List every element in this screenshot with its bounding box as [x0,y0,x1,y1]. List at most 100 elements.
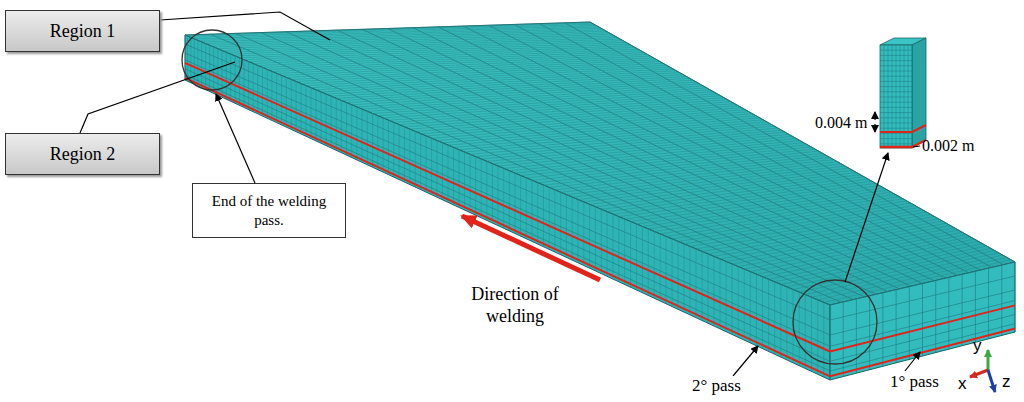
mesh-line [459,124,771,150]
mesh-line [543,185,544,247]
leader-arrow [216,94,255,183]
mesh-line [454,122,767,147]
mesh-line [410,106,738,129]
mesh-line [503,168,504,228]
mesh-line [642,227,643,293]
mesh-line [388,120,389,174]
mesh-line [257,66,258,114]
mesh-line [625,186,880,220]
mesh-line [882,293,883,367]
mesh-line [830,324,1015,371]
box-text: Region 1 [50,21,116,42]
mesh-line [296,82,297,132]
mesh-line [442,143,443,200]
mesh-line [217,49,218,96]
mesh-line [595,207,596,271]
mesh-line [409,129,410,185]
mesh-line [537,183,538,244]
mesh-line [378,94,717,116]
mesh-line [975,271,976,342]
mesh-line [607,212,608,277]
mesh-line [654,197,899,232]
mesh-line [830,305,831,380]
mesh-line [843,302,844,377]
mesh-line [271,71,272,120]
mesh-line [487,134,789,161]
mesh-line [475,157,476,216]
mesh-line [648,194,895,229]
mesh-line [880,97,912,98]
mesh-line [222,51,223,98]
leader-line [80,62,235,133]
mesh-line [817,300,818,375]
mesh-line [830,305,1015,351]
mesh-line [948,277,949,349]
mesh-line [509,143,803,171]
mesh-line [201,42,202,88]
mesh-line [880,60,912,61]
mesh-line [880,86,912,87]
mesh-line [830,301,1015,347]
mesh-line [824,260,1011,303]
mesh-line [613,181,872,214]
mesh-line [209,45,210,91]
mesh-line [362,88,707,109]
mesh-line [805,295,806,369]
mesh-line [226,52,227,99]
mesh-line [720,259,721,329]
mesh-line [351,105,352,158]
mesh-line [666,236,667,303]
mesh-line [431,138,432,195]
mesh-line [301,84,302,134]
pass-label: 1° pass [888,372,941,392]
mesh-line [962,274,963,345]
mesh-line [185,44,830,320]
mesh-line [230,54,231,101]
mesh-line [630,222,631,288]
mesh-line [880,91,912,92]
mesh-line [880,76,912,77]
mesh-line [880,117,912,118]
dimension-arrow [874,124,875,132]
mesh-line [750,272,751,343]
mesh-line [393,122,394,177]
mesh-line [880,128,912,129]
mesh-line [799,292,800,366]
mesh-line [549,187,550,249]
mesh-line [281,75,282,125]
mesh-line [690,246,691,315]
mesh-line [498,166,499,226]
mesh-line [654,231,655,298]
mesh-line [880,65,912,66]
mesh-line [880,112,912,113]
mesh-line [253,64,254,112]
mesh-line [347,82,697,103]
mesh-line [1001,265,1002,335]
mesh-line [631,188,884,222]
mesh-line [578,200,579,263]
mesh-line [572,197,573,260]
mesh-line [185,78,830,377]
axis-triad [970,350,995,392]
mesh-line [909,287,910,360]
mesh-line [476,130,782,157]
dimension-arrow [874,112,875,120]
mesh-line [880,133,912,134]
mesh-line [470,128,778,154]
mesh-line [185,53,830,335]
mesh-line [420,134,421,190]
mesh-line [185,75,830,371]
mesh-line [812,255,1003,297]
mesh-line [880,102,912,103]
axis-label: z [1002,372,1011,392]
detail-circle [793,280,877,364]
mesh-line [453,147,454,205]
mesh-line [465,126,775,152]
mesh-line [618,217,619,282]
mesh-line [190,37,191,82]
mesh-line [197,40,198,86]
mesh-line [880,50,912,51]
mesh-line [504,141,800,169]
